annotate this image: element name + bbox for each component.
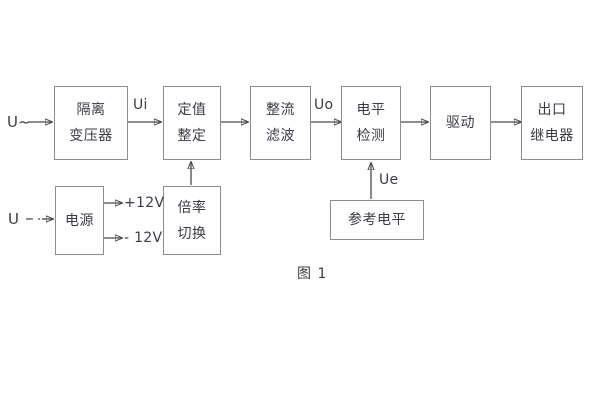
block-isolation-transformer-line2: 变压器: [69, 128, 113, 144]
label-ui: Ui: [133, 97, 148, 113]
block-rectify-filter-line1: 整流: [266, 102, 295, 118]
block-level-detect-line1: 电平: [356, 102, 386, 118]
label-rail-negative: - 12V: [124, 230, 163, 246]
block-output-relay-line1: 出口: [537, 102, 567, 118]
block-level-detect-line2: 检测: [356, 128, 386, 144]
label-ac-source: U~: [7, 113, 31, 131]
figure-caption: 图 1: [297, 266, 328, 282]
block-output-relay-line2: 继电器: [530, 128, 574, 144]
label-ue: Ue: [379, 172, 399, 188]
block-setting-value-line1: 定值: [177, 102, 207, 118]
block-setting-value[interactable]: 定值 整定: [163, 86, 221, 160]
block-multiplier-switch-line1: 倍率: [177, 199, 207, 216]
block-isolation-transformer-line1: 隔离: [76, 102, 106, 118]
block-drive-line1: 驱动: [446, 115, 475, 131]
block-level-detect[interactable]: 电平 检测: [341, 86, 401, 160]
block-rectify-filter[interactable]: 整流 滤波: [250, 86, 311, 160]
block-isolation-transformer[interactable]: 隔离 变压器: [54, 86, 128, 160]
block-power-supply[interactable]: 电源: [55, 186, 104, 255]
block-multiplier-switch-line2: 切换: [177, 225, 207, 242]
label-dc-source: U: [8, 210, 19, 228]
block-reference-level[interactable]: 参考电平: [330, 200, 424, 240]
label-rail-positive: +12V: [124, 195, 165, 211]
block-power-supply-line1: 电源: [65, 212, 94, 229]
block-rectify-filter-line2: 滤波: [266, 128, 295, 144]
block-reference-level-line1: 参考电平: [348, 212, 406, 228]
block-multiplier-switch[interactable]: 倍率 切换: [163, 186, 221, 255]
block-output-relay[interactable]: 出口 继电器: [521, 86, 583, 160]
label-uo: Uo: [314, 97, 334, 113]
block-setting-value-line2: 整定: [177, 128, 207, 144]
block-drive[interactable]: 驱动: [430, 86, 491, 160]
